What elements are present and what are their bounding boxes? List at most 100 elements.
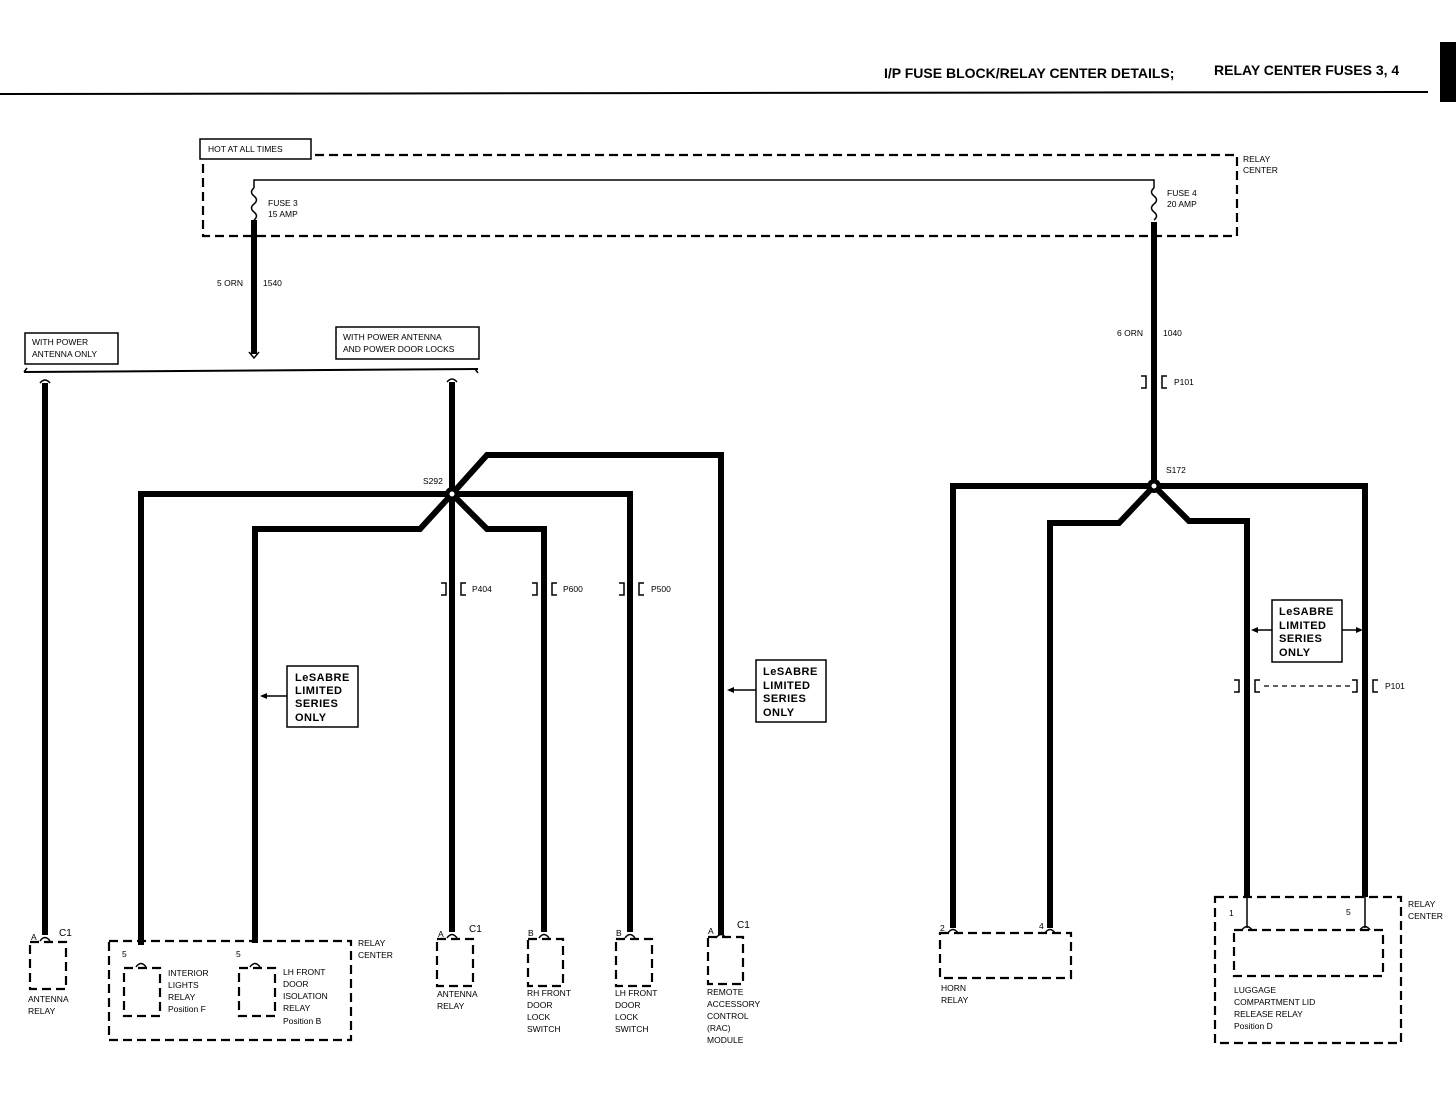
lh-door-lock-switch-l2: DOOR xyxy=(615,1000,641,1010)
luggage-relay-pin5: 5 xyxy=(1346,907,1351,917)
lh-door-isolation-relay-l1: LH FRONT xyxy=(283,967,326,977)
antenna-relay-right-pin: A xyxy=(438,929,444,939)
lh-door-lock-switch-l1: LH FRONT xyxy=(615,988,658,998)
connector-p600-label: P600 xyxy=(563,584,583,594)
connector-p500 xyxy=(619,582,644,596)
lesabre-box-3-l3: SERIES xyxy=(1279,633,1322,645)
splice-s172-center xyxy=(1151,483,1157,489)
lesabre-box-3-arrowhead-right xyxy=(1356,627,1363,633)
lesabre-box-1-l4: ONLY xyxy=(295,712,327,724)
lh-door-isolation-relay-pin: 5 xyxy=(236,949,241,959)
option-power-antenna-box xyxy=(24,332,119,365)
wire-horn-relay-pin2 xyxy=(950,483,1154,928)
hot-at-all-times-label: HOT AT ALL TIMES xyxy=(208,144,283,154)
wire-lh-door-isolation-relay xyxy=(252,491,455,943)
relay-center-label-1: RELAY xyxy=(1243,154,1271,164)
lh-door-isolation-relay-l3: ISOLATION xyxy=(283,991,328,1001)
wire-1540-gauge: 5 ORN xyxy=(217,278,243,288)
fuse-4-rating: 20 AMP xyxy=(1167,199,1197,209)
rac-module-l2: ACCESSORY xyxy=(707,999,761,1009)
antenna-relay-left-c1: C1 xyxy=(59,928,72,939)
wire-rh-door-lock-switch xyxy=(449,491,547,932)
rh-door-lock-switch-pin: B xyxy=(528,928,534,938)
wire-1540-circuit: 1540 xyxy=(263,278,282,288)
lesabre-box-2-arrowhead xyxy=(727,687,734,693)
lh-door-lock-switch xyxy=(614,933,654,988)
wire-luggage-relay-pin5 xyxy=(1154,483,1368,897)
rac-module-pin: A xyxy=(708,926,714,936)
option-split-line xyxy=(23,368,479,373)
lesabre-box-2 xyxy=(755,659,827,723)
rac-module-l5: MODULE xyxy=(707,1035,744,1045)
rh-door-lock-switch-l1: RH FRONT xyxy=(527,988,571,998)
wire-1540-arrow xyxy=(248,351,260,360)
lh-door-isolation-relay-pos: Position B xyxy=(283,1016,322,1026)
split-tick-right xyxy=(474,368,479,374)
wire-1040-circuit: 1040 xyxy=(1163,328,1182,338)
luggage-relay-l3: RELEASE RELAY xyxy=(1234,1009,1303,1019)
header-title-right: RELAY CENTER FUSES 3, 4 xyxy=(1214,62,1399,78)
wire-interior-lights-relay xyxy=(138,491,452,945)
option-power-antenna-l1: WITH POWER xyxy=(32,337,88,347)
luggage-relay-l1: LUGGAGE xyxy=(1234,985,1276,995)
rac-module xyxy=(706,933,745,986)
horn-relay xyxy=(938,928,1073,980)
page-tab-marker xyxy=(1440,42,1456,102)
lesabre-box-2-l3: SERIES xyxy=(763,693,806,705)
option-power-both-l2: AND POWER DOOR LOCKS xyxy=(343,344,455,354)
lesabre-box-3 xyxy=(1271,599,1343,663)
horn-relay-l2: RELAY xyxy=(941,995,969,1005)
relay-center-lower-left xyxy=(107,939,353,1042)
interior-lights-relay-pos: Position F xyxy=(168,1004,206,1014)
connector-p101-top xyxy=(1141,375,1167,389)
lh-door-lock-switch-l3: LOCK xyxy=(615,1012,638,1022)
connector-p101-lower xyxy=(1234,679,1378,693)
connector-p500-label: P500 xyxy=(651,584,671,594)
connector-p101-top-label: P101 xyxy=(1174,377,1194,387)
luggage-relay-pos: Position D xyxy=(1234,1021,1273,1031)
relay-center-lower-left-l1: RELAY xyxy=(358,938,386,948)
wire-horn-relay-pin4 xyxy=(1047,483,1157,928)
option-power-antenna-l2: ANTENNA ONLY xyxy=(32,349,97,359)
relay-center-lower-left-l2: CENTER xyxy=(358,950,393,960)
lh-door-isolation-relay-l2: DOOR xyxy=(283,979,309,989)
luggage-lid-release-relay xyxy=(1232,925,1385,978)
rh-door-lock-switch-l2: DOOR xyxy=(527,1000,553,1010)
antenna-relay-right-c1: C1 xyxy=(469,924,482,935)
connector-p600 xyxy=(532,582,557,596)
interior-lights-relay-l1: INTERIOR xyxy=(168,968,209,978)
wire-lh-door-lock-switch xyxy=(452,491,633,932)
fuse-3-rating: 15 AMP xyxy=(268,209,298,219)
lesabre-box-3-l4: ONLY xyxy=(1279,647,1311,659)
option-power-both-box xyxy=(335,326,480,360)
lesabre-box-1-l1: LeSABRE xyxy=(295,672,350,684)
fuse-3-name: FUSE 3 xyxy=(268,198,298,208)
antenna-relay-left xyxy=(28,936,68,991)
wire-luggage-relay-pin1 xyxy=(1151,483,1250,897)
splice-s172-label: S172 xyxy=(1166,465,1186,475)
rac-module-l1: REMOTE xyxy=(707,987,744,997)
lesabre-box-1-l3: SERIES xyxy=(295,698,338,710)
connector-p404 xyxy=(441,582,466,596)
antenna-relay-left-l2: RELAY xyxy=(28,1006,56,1016)
lesabre-box-3-arrowhead-left xyxy=(1251,627,1258,633)
wire-rac-module xyxy=(449,452,724,935)
antenna-relay-left-pin: A xyxy=(31,932,37,942)
split-tick-left xyxy=(23,367,28,373)
interior-lights-relay xyxy=(122,962,162,1018)
wire-1040-gauge: 6 ORN xyxy=(1117,328,1143,338)
connector-p101-lower-label: P101 xyxy=(1385,681,1405,691)
splice-s292-center xyxy=(449,491,455,497)
rh-door-lock-switch xyxy=(526,933,565,988)
splice-s292-label: S292 xyxy=(423,476,443,486)
interior-lights-relay-l3: RELAY xyxy=(168,992,196,1002)
s292-feed-arrow xyxy=(446,378,458,383)
relay-center-outline xyxy=(201,153,1239,238)
option-power-both-l1: WITH POWER ANTENNA xyxy=(343,332,442,342)
interior-lights-relay-l2: LIGHTS xyxy=(168,980,199,990)
rac-module-l4: (RAC) xyxy=(707,1023,731,1033)
header-rule xyxy=(0,91,1429,95)
interior-lights-relay-pin: 5 xyxy=(122,949,127,959)
lesabre-box-2-l1: LeSABRE xyxy=(763,666,818,678)
